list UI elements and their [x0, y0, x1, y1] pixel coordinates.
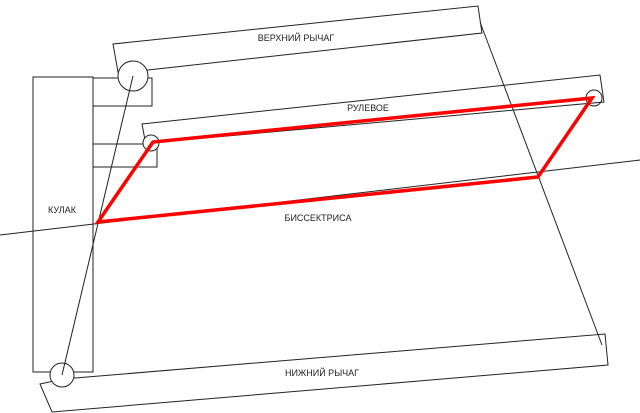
- upper-arm: [112, 5, 483, 73]
- steering-bracket: [93, 143, 158, 168]
- knuckle-label: КУЛАК: [48, 205, 76, 215]
- bisector-label: БИССЕКТРИСА: [284, 213, 352, 223]
- steering-arm: [141, 74, 605, 143]
- kingpin-axis: [61, 75, 134, 376]
- steering-label: РУЛЕВОЕ: [347, 103, 389, 113]
- upper-arm-axis-line: [479, 21, 603, 346]
- upper-arm-label: ВЕРХНИЙ РЫЧАГ: [257, 33, 335, 43]
- knuckle-body: [32, 76, 94, 373]
- lower-arm-label: НИЖНИЙ РЫЧАГ: [284, 368, 360, 378]
- steering-quad: [94, 95, 596, 225]
